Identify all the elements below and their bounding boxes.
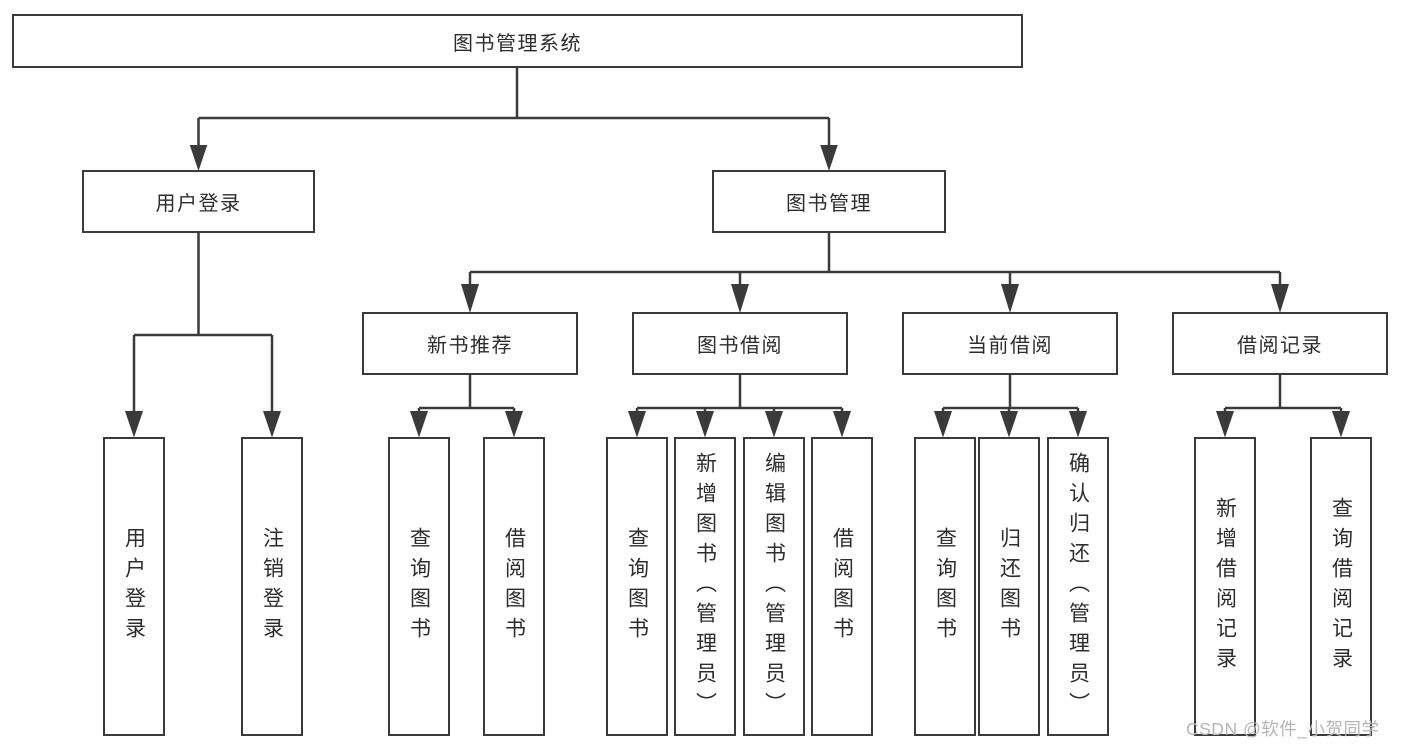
- node-borrow-records: 借阅记录: [1172, 312, 1388, 375]
- watermark: CSDN @软件_小贺同学: [1186, 719, 1380, 739]
- leaf-add-book-admin-label: 新增图书（管理员）: [693, 451, 717, 722]
- arrowheads: [125, 145, 1350, 438]
- leaf-logout: 注销登录: [241, 437, 303, 736]
- node-borrow-records-label: 借阅记录: [1237, 335, 1323, 357]
- leaf-confirm-return-admin: 确认归还（管理员）: [1047, 437, 1109, 736]
- connector-lines: [132, 68, 1343, 416]
- node-current-borrow-label: 当前借阅: [967, 335, 1053, 357]
- leaf-confirm-return-admin-label: 确认归还（管理员）: [1066, 451, 1090, 722]
- node-book-borrow-label: 图书借阅: [697, 335, 783, 357]
- leaf-return-book-label: 归还图书: [997, 526, 1021, 647]
- leaf-borrow-books: 借阅图书: [811, 437, 873, 736]
- node-book-management-label: 图书管理: [786, 193, 872, 215]
- leaf-borrow-query-books: 查询图书: [606, 437, 668, 736]
- node-user-login: 用户登录: [82, 170, 315, 233]
- leaf-borrow-query-books-label: 查询图书: [625, 526, 649, 647]
- node-new-book-recommend-label: 新书推荐: [427, 335, 513, 357]
- leaf-user-login-label: 用户登录: [122, 526, 146, 647]
- node-root-label: 图书管理系统: [453, 32, 582, 55]
- leaf-query-borrow-record: 查询借阅记录: [1310, 437, 1372, 736]
- leaf-recommend-query-books-label: 查询图书: [407, 526, 431, 647]
- leaf-edit-book-admin: 编辑图书（管理员）: [743, 437, 805, 736]
- leaf-add-book-admin: 新增图书（管理员）: [674, 437, 736, 736]
- node-current-borrow: 当前借阅: [902, 312, 1118, 375]
- leaf-recommend-borrow-books-label: 借阅图书: [502, 526, 526, 647]
- leaf-recommend-query-books: 查询图书: [388, 437, 450, 736]
- node-user-login-label: 用户登录: [155, 193, 242, 215]
- leaf-add-borrow-record-label: 新增借阅记录: [1213, 496, 1237, 677]
- node-book-management: 图书管理: [712, 170, 946, 233]
- leaf-return-book: 归还图书: [978, 437, 1040, 736]
- leaf-query-borrow-record-label: 查询借阅记录: [1329, 496, 1353, 677]
- node-new-book-recommend: 新书推荐: [362, 312, 578, 375]
- node-root: 图书管理系统: [12, 14, 1023, 68]
- leaf-current-query-books: 查询图书: [914, 437, 976, 736]
- leaf-user-login: 用户登录: [103, 437, 165, 736]
- leaf-edit-book-admin-label: 编辑图书（管理员）: [762, 451, 786, 722]
- leaf-current-query-books-label: 查询图书: [933, 526, 957, 647]
- leaf-add-borrow-record: 新增借阅记录: [1194, 437, 1256, 736]
- node-book-borrow: 图书借阅: [632, 312, 848, 375]
- leaf-recommend-borrow-books: 借阅图书: [483, 437, 545, 736]
- leaf-logout-label: 注销登录: [260, 526, 284, 647]
- leaf-borrow-books-label: 借阅图书: [830, 526, 854, 647]
